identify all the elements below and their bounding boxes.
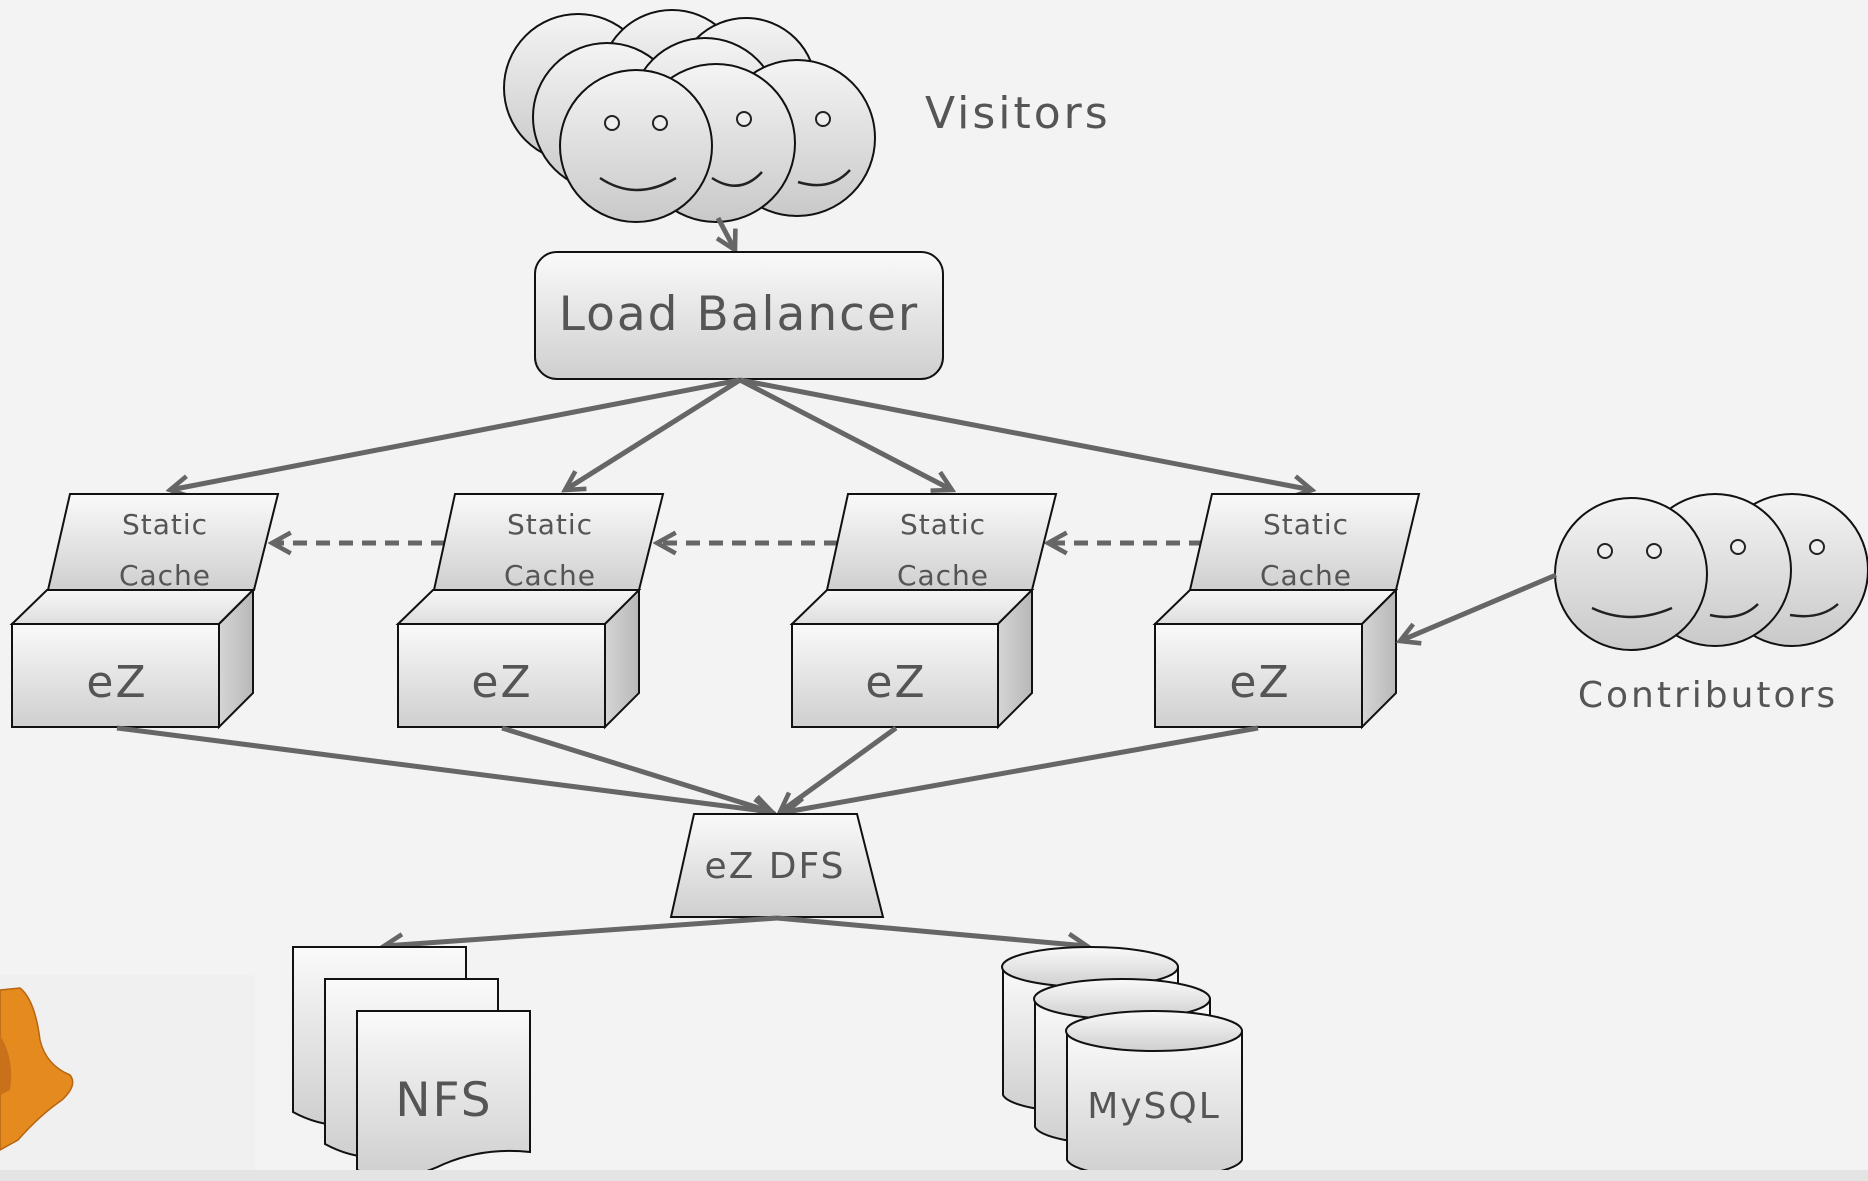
visitor-face-front xyxy=(559,69,713,223)
arrow-visitors-to-lb xyxy=(718,216,735,250)
arrow-contributors-to-ez xyxy=(1400,572,1557,641)
contributors-group: Contributors xyxy=(1554,493,1868,716)
ez-dfs: eZ DFS xyxy=(669,813,885,918)
nfs-label: NFS xyxy=(395,1073,492,1128)
ez-node-4-label: eZ xyxy=(1229,657,1290,708)
nfs-storage: NFS xyxy=(292,946,531,1178)
static-cache-3-line2: Cache xyxy=(897,559,989,592)
contributors-label: Contributors xyxy=(1578,675,1838,716)
static-cache-3-line1: Static xyxy=(900,508,986,541)
load-balancer: Load Balancer xyxy=(534,251,944,380)
server-2: Static Cache eZ xyxy=(395,493,665,730)
ez-node-2-label: eZ xyxy=(471,657,532,708)
static-cache-1-line1: Static xyxy=(122,508,208,541)
static-cache-2-line1: Static xyxy=(507,508,593,541)
static-cache-2-line2: Cache xyxy=(504,559,596,592)
corner-decoration xyxy=(0,975,1868,1181)
contributor-face-front xyxy=(1554,497,1708,651)
ez-dfs-label: eZ DFS xyxy=(705,846,846,887)
static-cache-4-line2: Cache xyxy=(1260,559,1352,592)
server-3: Static Cache eZ xyxy=(789,493,1058,730)
dfs-to-storage-arrows xyxy=(384,915,1087,946)
mysql-storage: MySQL xyxy=(1001,946,1243,1179)
visitors-group: Visitors xyxy=(503,9,1111,223)
server-1: Static Cache eZ xyxy=(9,493,280,730)
ez-to-dfs-arrows xyxy=(116,725,1259,812)
lb-to-cache-arrows xyxy=(170,377,1312,490)
ez-node-1-label: eZ xyxy=(86,657,147,708)
mysql-label: MySQL xyxy=(1087,1086,1221,1127)
static-cache-1-line2: Cache xyxy=(119,559,211,592)
ez-node-3-label: eZ xyxy=(865,657,926,708)
static-cache-4-line1: Static xyxy=(1263,508,1349,541)
server-4: Static Cache eZ xyxy=(1152,493,1421,730)
visitors-label: Visitors xyxy=(925,88,1111,139)
load-balancer-label: Load Balancer xyxy=(559,287,919,342)
